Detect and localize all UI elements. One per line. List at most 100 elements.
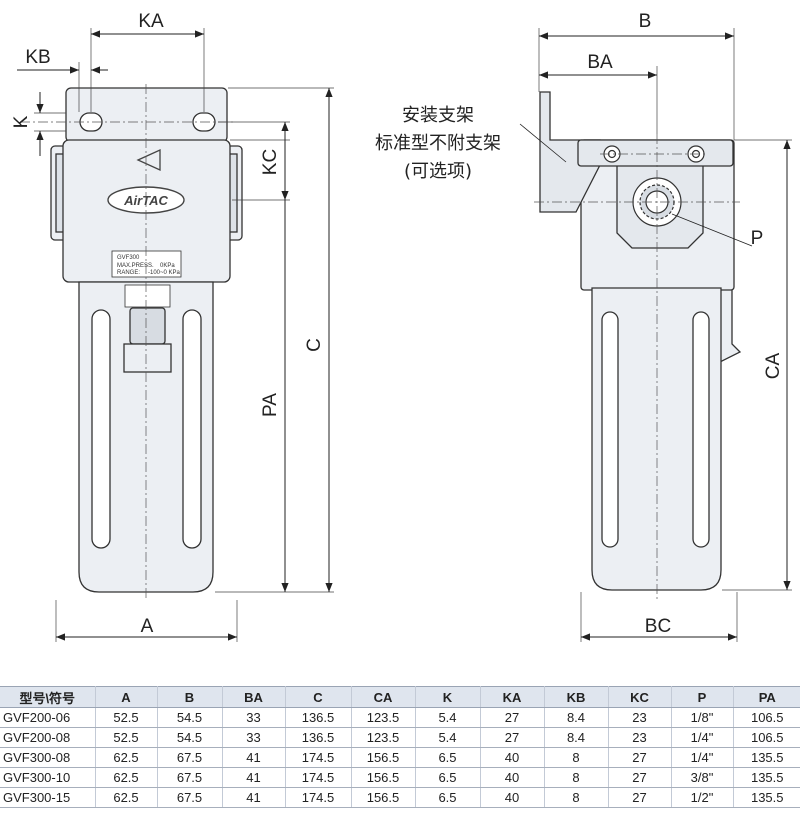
table-cell: 106.5 (733, 727, 800, 748)
range-label: RANGE: (117, 270, 140, 276)
table-cell: 41 (222, 747, 286, 768)
table-cell: 136.5 (285, 727, 352, 748)
dim-label-kc: KC (260, 149, 281, 175)
range-value: -100~0 KPa (148, 270, 181, 276)
bracket-note-line3: (可选项) (404, 161, 472, 182)
table-cell: 40 (480, 767, 545, 788)
table-cell: 54.5 (157, 727, 223, 748)
table-cell: 135.5 (733, 747, 800, 768)
table-cell: GVF200-06 (0, 707, 96, 728)
table-cell: 123.5 (351, 707, 416, 728)
table-cell: 54.5 (157, 707, 223, 728)
table-cell: 33 (222, 707, 286, 728)
front-bowl (78, 281, 214, 593)
table-cell: 5.4 (415, 727, 481, 748)
column-header: P (671, 686, 734, 708)
bracket-note-line2: 标准型不附支架 (375, 133, 501, 154)
table-cell: 1/8" (671, 707, 734, 728)
table-cell: 8 (544, 747, 609, 768)
table-cell: 135.5 (733, 767, 800, 788)
table-cell: 156.5 (351, 787, 416, 808)
dim-label-a: A (141, 616, 154, 637)
table-cell: 8.4 (544, 707, 609, 728)
table-cell: 8 (544, 787, 609, 808)
column-header: B (157, 686, 223, 708)
table-cell: 5.4 (415, 707, 481, 728)
table-cell: 27 (608, 787, 672, 808)
table-cell: 33 (222, 727, 286, 748)
dim-label-bc: BC (645, 616, 671, 637)
table-cell: 3/8" (671, 767, 734, 788)
table-cell: 40 (480, 747, 545, 768)
table-cell: 62.5 (95, 787, 158, 808)
table-cell: 1/4" (671, 747, 734, 768)
table-cell: 6.5 (415, 747, 481, 768)
table-cell: 156.5 (351, 767, 416, 788)
table-cell: 52.5 (95, 727, 158, 748)
table-cell: 67.5 (157, 767, 223, 788)
table-cell: 27 (480, 707, 545, 728)
table-cell: 62.5 (95, 767, 158, 788)
column-header: C (285, 686, 352, 708)
dim-label-k: K (11, 115, 32, 128)
table-cell: 6.5 (415, 767, 481, 788)
table-cell: 156.5 (351, 747, 416, 768)
dim-label-pa: PA (260, 393, 281, 417)
table-cell: 106.5 (733, 707, 800, 728)
table-cell: 136.5 (285, 707, 352, 728)
column-header: K (415, 686, 481, 708)
column-header: PA (733, 686, 800, 708)
dim-label-ba: BA (587, 52, 613, 73)
table-cell: 123.5 (351, 727, 416, 748)
dim-label-b: B (639, 11, 652, 32)
side-bowl (591, 287, 722, 591)
max-press-value: 0KPa (160, 263, 175, 269)
table-cell: GVF300-15 (0, 787, 96, 808)
table-cell: 8 (544, 767, 609, 788)
table-cell: 27 (480, 727, 545, 748)
column-header: 型号\符号 (0, 686, 96, 708)
table-cell: 23 (608, 707, 672, 728)
front-view (50, 87, 243, 593)
table-cell: 52.5 (95, 707, 158, 728)
table-cell: GVF200-08 (0, 727, 96, 748)
dim-label-ca: CA (763, 352, 784, 379)
table-cell: 174.5 (285, 747, 352, 768)
table-cell: 67.5 (157, 747, 223, 768)
table-cell: 174.5 (285, 767, 352, 788)
column-header: A (95, 686, 158, 708)
bracket-note-line1: 安装支架 (402, 105, 474, 126)
dim-label-c: C (304, 338, 325, 352)
table-cell: 41 (222, 767, 286, 788)
column-header: KC (608, 686, 672, 708)
table-cell: 27 (608, 767, 672, 788)
table-cell: GVF300-08 (0, 747, 96, 768)
column-header: KB (544, 686, 609, 708)
table-cell: 174.5 (285, 787, 352, 808)
table-cell: 6.5 (415, 787, 481, 808)
table-cell: 8.4 (544, 727, 609, 748)
column-header: KA (480, 686, 545, 708)
table-cell: 40 (480, 787, 545, 808)
dim-label-kb: KB (25, 47, 50, 68)
dimension-drawing: AirTAC GVF300 MAX.PRESS. 0KPa RANGE: -10… (11, 11, 792, 642)
table-cell: 41 (222, 787, 286, 808)
table-cell: GVF300-10 (0, 767, 96, 788)
table-cell: 62.5 (95, 747, 158, 768)
dim-label-ka: KA (138, 11, 164, 32)
max-press-label: MAX.PRESS. (117, 263, 154, 269)
table-cell: 1/2" (671, 787, 734, 808)
table-cell: 135.5 (733, 787, 800, 808)
table-cell: 23 (608, 727, 672, 748)
model-label: GVF300 (117, 255, 140, 261)
table-cell: 67.5 (157, 787, 223, 808)
table-cell: 27 (608, 747, 672, 768)
column-header: CA (351, 686, 416, 708)
column-header: BA (222, 686, 286, 708)
